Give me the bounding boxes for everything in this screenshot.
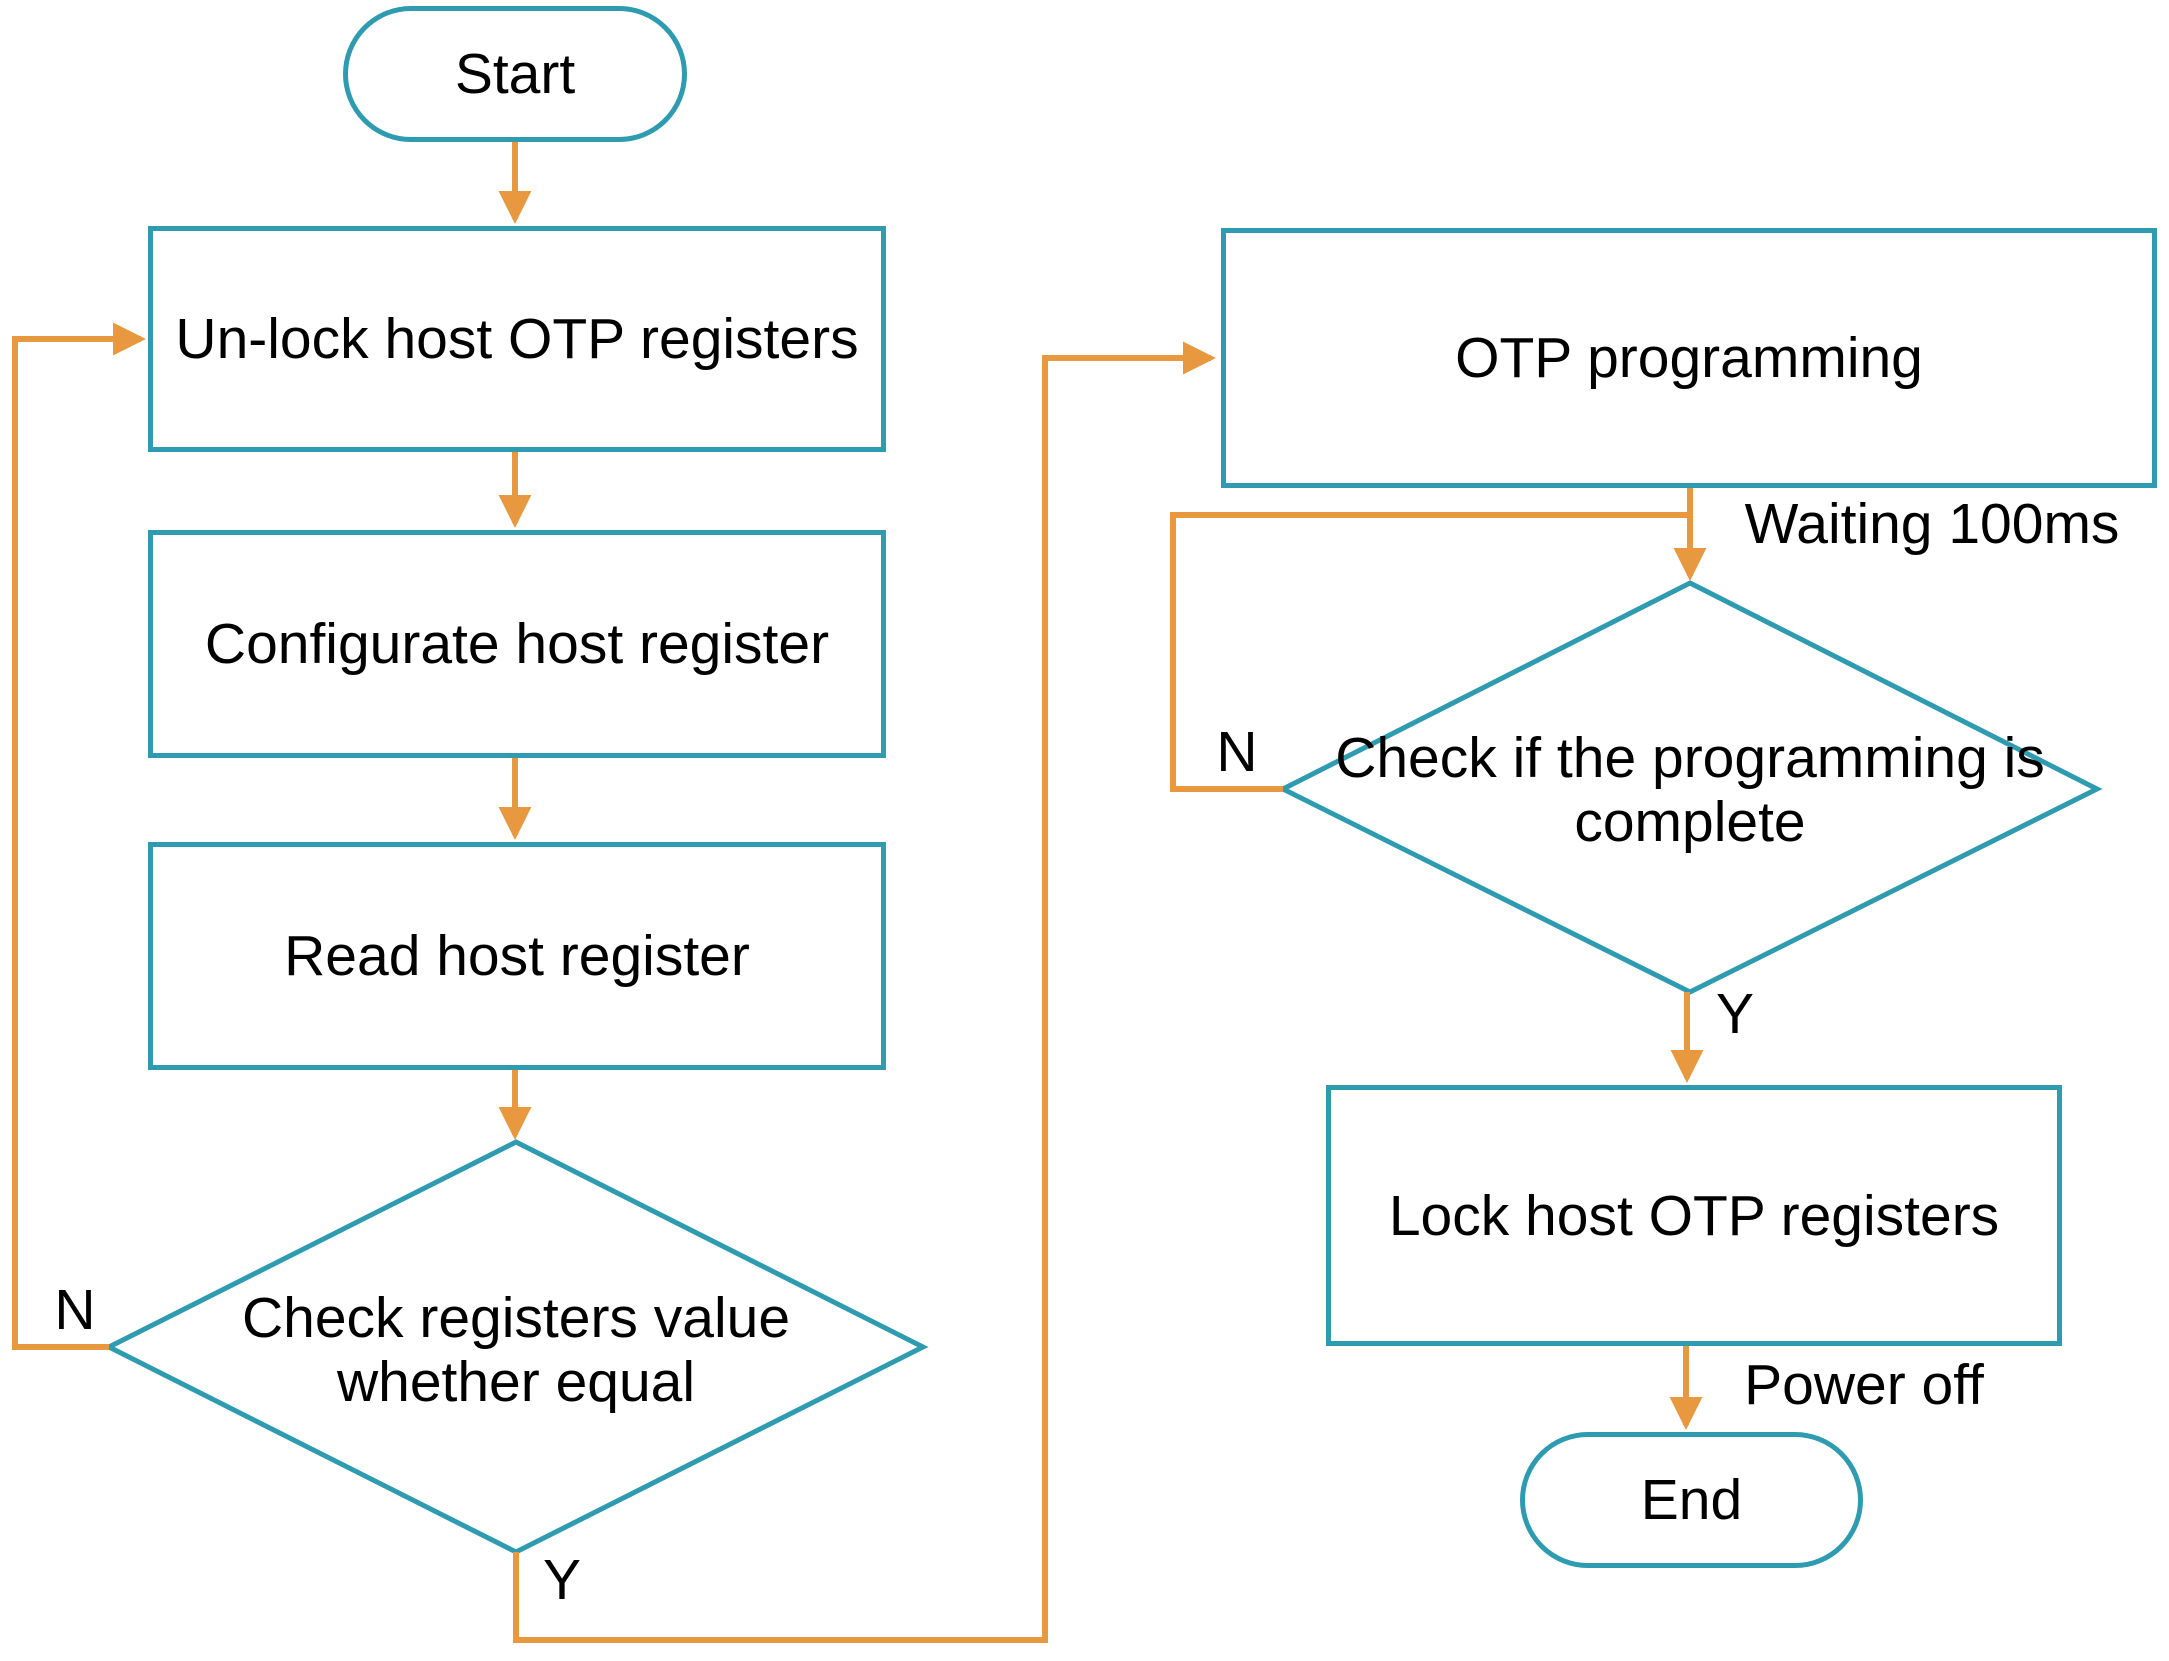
node-otp-programming-label: OTP programming [1455, 326, 1923, 390]
label-check-programming-yes: Y [1715, 982, 1755, 1046]
node-unlock-host-otp: Un-lock host OTP registers [148, 226, 886, 452]
label-waiting-100ms: Waiting 100ms [1744, 492, 2120, 556]
edge-check-programming-no-loop [1170, 512, 1687, 792]
edge-check-registers-no-loop [12, 322, 146, 1350]
node-configurate-host-label: Configurate host register [204, 612, 830, 676]
node-start-label: Start [454, 42, 576, 106]
node-start: Start [343, 6, 687, 142]
decision-check-programming-line2: complete [1574, 790, 1806, 854]
decision-check-registers-label: Check registers value whether equal [186, 1240, 846, 1460]
edge-check-registers-yes-to-otp [513, 341, 1216, 1643]
node-unlock-host-otp-label: Un-lock host OTP registers [175, 307, 859, 371]
decision-check-programming-label: Check if the programming is complete [1290, 680, 2090, 900]
node-end-label: End [1640, 1468, 1743, 1532]
label-check-registers-yes: Y [542, 1548, 582, 1612]
label-check-programming-no: N [1216, 720, 1258, 784]
decision-check-programming-line1: Check if the programming is [1335, 726, 2045, 790]
node-read-host-label: Read host register [284, 924, 750, 988]
node-otp-programming: OTP programming [1221, 228, 2157, 488]
node-configurate-host: Configurate host register [148, 530, 886, 758]
node-read-host: Read host register [148, 842, 886, 1070]
node-lock-host-otp-label: Lock host OTP registers [1388, 1183, 2000, 1248]
decision-check-registers-line1: Check registers value [241, 1286, 791, 1350]
label-power-off: Power off [1744, 1353, 1984, 1417]
label-check-registers-no: N [54, 1278, 96, 1342]
node-end: End [1520, 1432, 1863, 1568]
node-lock-host-otp: Lock host OTP registers [1326, 1085, 2062, 1346]
decision-check-registers-line2: whether equal [336, 1350, 696, 1414]
